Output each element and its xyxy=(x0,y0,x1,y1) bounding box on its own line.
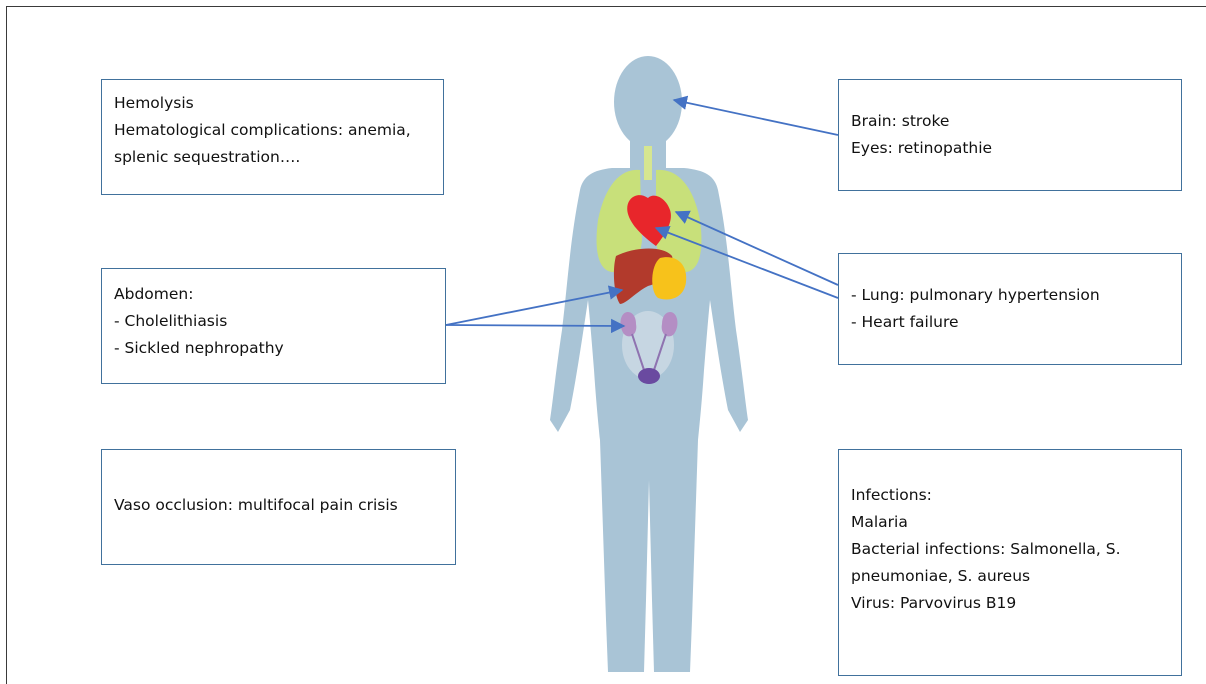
infections-line-5: Virus: Parvovirus B19 xyxy=(851,590,1169,617)
hemolysis-line-1: Hemolysis xyxy=(114,90,431,117)
abdomen-line-3: - Sickled nephropathy xyxy=(114,335,433,362)
infections-line-2: Malaria xyxy=(851,509,1169,536)
abdomen-line-2: - Cholelithiasis xyxy=(114,308,433,335)
hemolysis-line-2: Hematological complications: anemia, xyxy=(114,117,431,144)
lung-line-2: - Heart failure xyxy=(851,309,1169,336)
brain-line-2: Eyes: retinopathie xyxy=(851,135,1169,162)
arrow-kidney xyxy=(446,325,624,326)
stomach xyxy=(652,257,686,299)
infections-line-3: Bacterial infections: Salmonella, S. xyxy=(851,536,1169,563)
bladder xyxy=(638,368,660,384)
vaso-line-1: Vaso occlusion: multifocal pain crisis xyxy=(114,492,443,519)
abdomen-box: Abdomen: - Cholelithiasis - Sickled neph… xyxy=(101,268,446,384)
brain-line-1: Brain: stroke xyxy=(851,108,1169,135)
lung-heart-box: - Lung: pulmonary hypertension - Heart f… xyxy=(838,253,1182,365)
arrow-brain xyxy=(674,100,838,135)
abdomen-line-1: Abdomen: xyxy=(114,281,433,308)
brain-eyes-box: Brain: stroke Eyes: retinopathie xyxy=(838,79,1182,191)
hemolysis-box: Hemolysis Hematological complications: a… xyxy=(101,79,444,195)
infections-line-1: Infections: xyxy=(851,482,1169,509)
lung-line-1: - Lung: pulmonary hypertension xyxy=(851,282,1169,309)
vaso-occlusion-box: Vaso occlusion: multifocal pain crisis xyxy=(101,449,456,565)
infections-line-4: pneumoniae, S. aureus xyxy=(851,563,1169,590)
hemolysis-line-3: splenic sequestration…. xyxy=(114,144,431,171)
infections-box: Infections: Malaria Bacterial infections… xyxy=(838,449,1182,676)
